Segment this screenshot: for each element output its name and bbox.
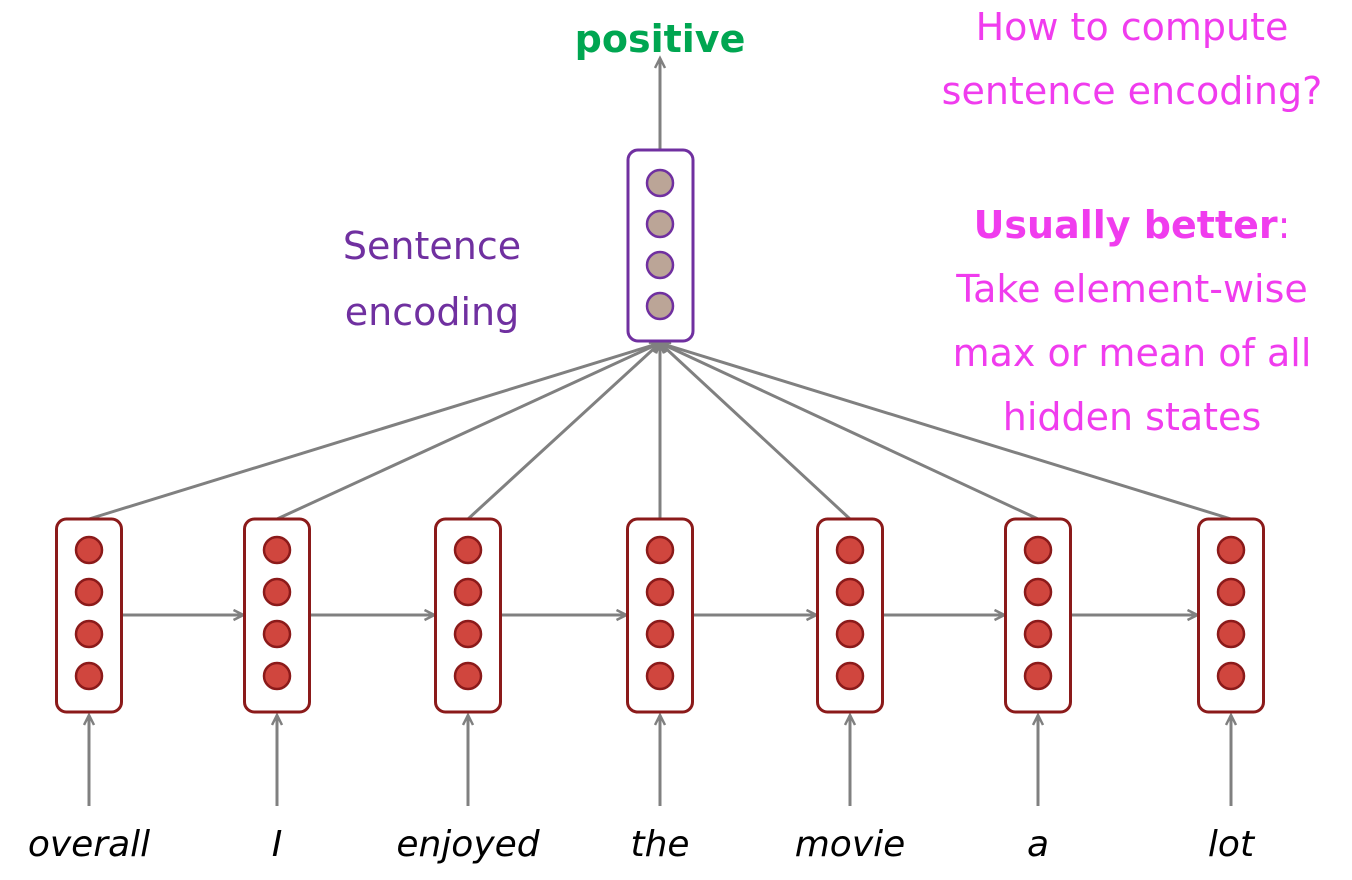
pooling-arrow xyxy=(88,343,660,521)
input-arrows xyxy=(89,715,1231,806)
hidden-neuron xyxy=(1216,577,1246,607)
hidden-neuron xyxy=(1023,661,1053,691)
hidden-neuron xyxy=(835,619,865,649)
pooling-arrows xyxy=(88,343,1232,521)
hidden-state-box xyxy=(434,517,502,714)
hidden-neuron xyxy=(74,577,104,607)
pooling-arrow xyxy=(660,343,852,521)
hidden-state-box xyxy=(816,517,884,714)
hidden-neuron xyxy=(262,619,292,649)
hidden-state-cell xyxy=(1197,517,1265,714)
hidden-neuron xyxy=(453,661,483,691)
answer-line1: Usually better: xyxy=(974,203,1291,247)
hidden-state-cell xyxy=(243,517,311,714)
hidden-neuron xyxy=(453,619,483,649)
word-label: a xyxy=(1027,824,1049,865)
hidden-neuron xyxy=(1023,619,1053,649)
answer-colon: : xyxy=(1278,203,1291,247)
hidden-state-cell xyxy=(816,517,884,714)
word-label: the xyxy=(630,824,689,865)
hidden-states xyxy=(55,517,1265,714)
answer-line4: hidden states xyxy=(1003,395,1262,439)
hidden-neuron xyxy=(645,577,675,607)
question-line2: sentence encoding? xyxy=(942,69,1323,113)
hidden-neuron xyxy=(835,577,865,607)
hidden-neuron xyxy=(1023,535,1053,565)
hidden-neuron xyxy=(1216,661,1246,691)
hidden-neuron xyxy=(262,577,292,607)
hidden-neuron xyxy=(645,661,675,691)
question-line1: How to compute xyxy=(976,5,1289,49)
hidden-neuron xyxy=(1023,577,1053,607)
answer-bold: Usually better xyxy=(974,203,1278,247)
sentence-encoding-box xyxy=(626,148,695,343)
encoding-neuron xyxy=(645,209,675,239)
hidden-neuron xyxy=(262,661,292,691)
hidden-neuron xyxy=(1216,535,1246,565)
encoding-neuron xyxy=(645,168,675,198)
word-label: I xyxy=(272,824,283,865)
hidden-neuron xyxy=(835,661,865,691)
hidden-neuron xyxy=(74,661,104,691)
sentence-encoding-vector xyxy=(626,148,695,343)
pooling-arrow xyxy=(466,343,660,521)
hidden-state-cell xyxy=(626,517,694,714)
word-label: overall xyxy=(28,824,150,865)
hidden-neuron xyxy=(645,619,675,649)
hidden-state-box xyxy=(55,517,123,714)
hidden-state-cell xyxy=(1004,517,1072,714)
hidden-neuron xyxy=(74,619,104,649)
encoding-label-line1: Sentence xyxy=(343,224,521,268)
hidden-state-cell xyxy=(55,517,123,714)
encoding-neuron xyxy=(645,250,675,280)
hidden-neuron xyxy=(262,535,292,565)
hidden-neuron xyxy=(1216,619,1246,649)
hidden-state-box xyxy=(243,517,311,714)
hidden-state-box xyxy=(626,517,694,714)
encoding-neuron xyxy=(645,291,675,321)
encoding-label-line2: encoding xyxy=(345,290,520,334)
pooling-arrow xyxy=(660,343,1232,521)
word-label: movie xyxy=(795,824,906,865)
pooling-arrow xyxy=(660,343,1039,521)
answer-line3: max or mean of all xyxy=(953,331,1312,375)
hidden-state-box xyxy=(1197,517,1265,714)
hidden-state-cell xyxy=(434,517,502,714)
answer-line2: Take element-wise xyxy=(955,267,1308,311)
hidden-state-box xyxy=(1004,517,1072,714)
word-label: lot xyxy=(1208,824,1256,865)
hidden-neuron xyxy=(453,577,483,607)
pooling-arrow xyxy=(276,343,660,521)
output-label: positive xyxy=(575,17,746,61)
hidden-neuron xyxy=(835,535,865,565)
hidden-neuron xyxy=(645,535,675,565)
word-label: enjoyed xyxy=(396,824,540,865)
hidden-neuron xyxy=(453,535,483,565)
hidden-neuron xyxy=(74,535,104,565)
